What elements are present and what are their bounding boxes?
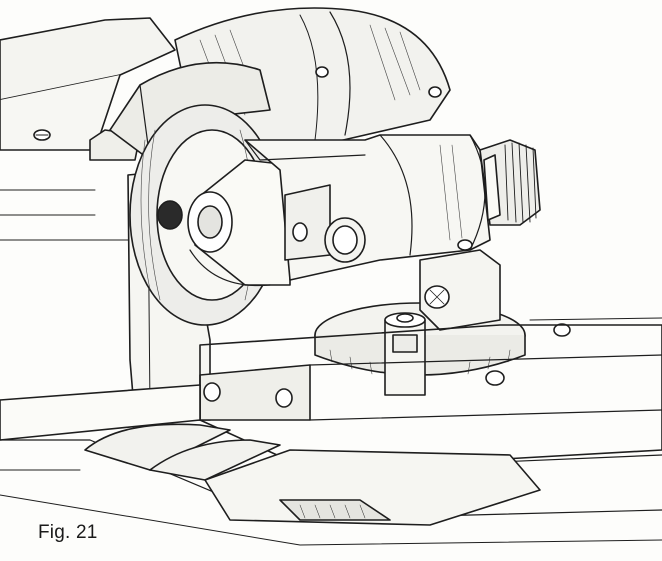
slotted-block — [284, 184, 366, 263]
ribbed-tray — [84, 423, 541, 526]
screw-head — [33, 129, 51, 141]
spindle-cone — [187, 159, 291, 287]
front-clamp-plate — [199, 364, 311, 421]
rear-table — [0, 17, 176, 241]
figure-caption: Fig. 21 — [38, 522, 98, 543]
machine-bed — [0, 384, 662, 546]
clamp-bracket — [419, 239, 501, 331]
base-screws — [485, 323, 571, 386]
knurled-knob — [479, 139, 541, 226]
clamp-post — [384, 312, 426, 396]
